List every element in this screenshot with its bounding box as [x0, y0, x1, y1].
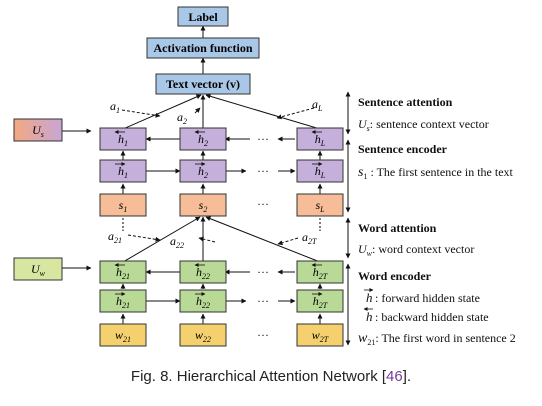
- ellipsis: ···: [257, 328, 269, 342]
- ellipsis: ···: [257, 265, 269, 279]
- svg-text:h: h: [366, 309, 373, 324]
- ellipsis: ···: [257, 294, 269, 308]
- uw-description: Uw: word context vector: [358, 242, 474, 258]
- sentence-forward-node-label: h2: [198, 164, 208, 180]
- activation-function-box: Activation function: [146, 37, 260, 59]
- sentence-forward-node-label: h1: [118, 164, 128, 180]
- backward-legend: h : backward hidden state: [363, 307, 489, 324]
- vertical-dots-right: ⋮: [315, 221, 326, 233]
- sentence-forward-node: h2: [179, 159, 227, 183]
- sentence-forward-node-label: hL: [315, 164, 326, 180]
- word-forward-node-label: h2T: [313, 294, 328, 310]
- sentence-forward-node: h1: [99, 159, 147, 183]
- word-input-node: w22: [179, 323, 227, 347]
- sentence-backward-node-label: hL: [315, 132, 326, 148]
- word-encoder-title: Word encoder: [358, 269, 432, 283]
- us-sub: s: [41, 130, 44, 139]
- word-forward-node: h21: [99, 289, 147, 313]
- us-description: Us: sentence context vector: [358, 117, 489, 133]
- word-forward-node-label: h21: [116, 294, 130, 310]
- uw-context-vector: Uw: [13, 257, 63, 281]
- citation-link[interactable]: 46: [386, 368, 403, 385]
- ellipsis: ···: [257, 164, 269, 178]
- s1-description: s1 : The first sentence in the text: [358, 165, 514, 181]
- us-base: U: [32, 123, 42, 137]
- word-backward-node-label: h2T: [313, 265, 328, 281]
- sentence-encoder-title: Sentence encoder: [358, 142, 448, 156]
- sentence-input-node-label: s2: [199, 198, 208, 214]
- uw-base: U: [31, 262, 41, 276]
- svg-text:: backward hidden state: : backward hidden state: [375, 310, 489, 324]
- word-attention-weights: a21 a22 a2T: [108, 229, 317, 250]
- w21-description: w21: The first word in sentence 2: [358, 331, 516, 347]
- sentence-forward-node: hL: [296, 159, 344, 183]
- word-input-node-label: w22: [195, 328, 211, 344]
- sentence-input-node: s1: [99, 193, 147, 217]
- uw-sub: w: [40, 269, 46, 278]
- weight-a1: a1: [110, 99, 120, 115]
- word-input-node-label: w2T: [312, 328, 329, 344]
- text-vector-text: Text vector (v): [166, 77, 240, 91]
- activation-function-text: Activation function: [154, 41, 253, 55]
- word-input-node: w2T: [296, 323, 344, 347]
- weight-a2: a2: [177, 110, 187, 126]
- weight-aL: aL: [312, 97, 323, 113]
- svg-text:h: h: [366, 290, 373, 305]
- svg-text:Us: Us: [32, 123, 44, 139]
- sentence-input-node-label: s1: [119, 198, 128, 214]
- sentence-backward-node: hL: [296, 127, 344, 151]
- svg-text:: forward hidden state: : forward hidden state: [375, 291, 480, 305]
- word-backward-node: h21: [99, 260, 147, 284]
- sentence-attention-weights: a1 a2 aL: [110, 97, 323, 126]
- sentence-input-node-label: sL: [315, 198, 325, 214]
- ellipsis: ···: [257, 197, 269, 211]
- word-forward-node: h22: [179, 289, 227, 313]
- svg-text:Uw: Uw: [31, 262, 46, 278]
- label-box: Label: [177, 6, 229, 27]
- weight-a2T: a2T: [302, 230, 317, 246]
- ellipsis: ···: [257, 132, 269, 146]
- word-backward-node: h2T: [296, 260, 344, 284]
- word-attention-title: Word attention: [358, 221, 437, 235]
- label-text: Label: [188, 10, 218, 24]
- word-backward-node-label: h21: [116, 265, 130, 281]
- text-vector-box: Text vector (v): [155, 73, 251, 95]
- sentence-input-node: s2: [179, 193, 227, 217]
- figure-caption: Fig. 8. Hierarchical Attention Network […: [130, 368, 412, 385]
- sentence-backward-node-label: h2: [198, 132, 208, 148]
- word-forward-node: h2T: [296, 289, 344, 313]
- weight-a22: a22: [170, 234, 184, 250]
- vertical-dots-left: ⋮: [118, 221, 129, 233]
- sentence-backward-node: h2: [179, 127, 227, 151]
- word-forward-node-label: h22: [196, 294, 210, 310]
- vertical-dots: ⋮ ⋮: [118, 221, 326, 233]
- connections: [62, 25, 351, 346]
- sentence-backward-node-label: h1: [118, 132, 128, 148]
- row-ellipses: ··· ··· ··· ··· ··· ···: [257, 132, 269, 342]
- sentence-input-node: sL: [296, 193, 344, 217]
- word-input-node-label: w21: [115, 328, 131, 344]
- sentence-backward-node: h1: [99, 127, 147, 151]
- legend: Sentence attention Us: sentence context …: [358, 95, 516, 347]
- us-context-vector: Us: [13, 118, 63, 142]
- forward-legend: h : forward hidden state: [364, 288, 480, 305]
- word-input-node: w21: [99, 323, 147, 347]
- word-backward-node: h22: [179, 260, 227, 284]
- word-backward-node-label: h22: [196, 265, 210, 281]
- sentence-attention-title: Sentence attention: [358, 95, 453, 109]
- weight-a21: a21: [108, 229, 122, 245]
